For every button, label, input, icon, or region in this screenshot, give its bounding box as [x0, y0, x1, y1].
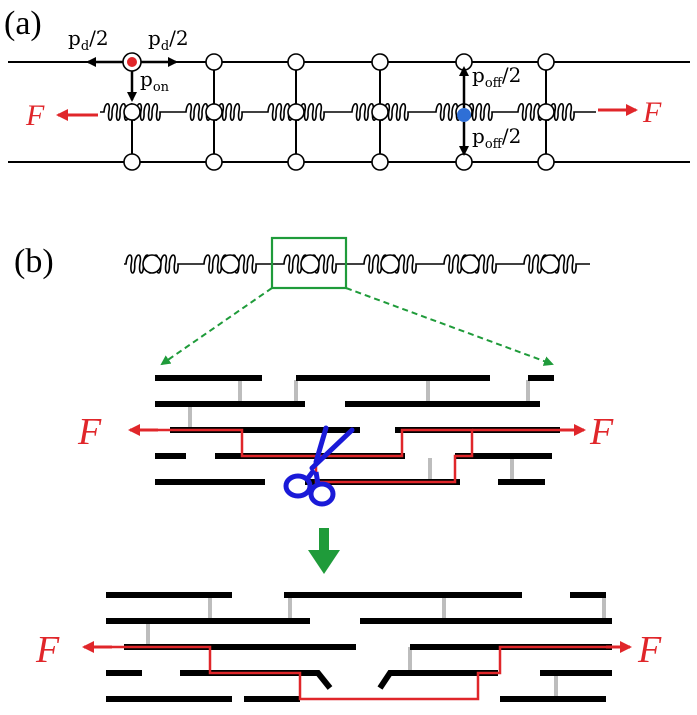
rate-diffusion-right: pd/2 [148, 26, 189, 54]
spring-a-bead-4 [371, 103, 389, 121]
zoom-right-arrow [345, 287, 554, 366]
rate-diffusion-left: pd/2 [68, 26, 109, 54]
spring-b-bead-2 [220, 254, 240, 274]
crosslinks-2 [146, 597, 606, 699]
force-label-right-b2: F [637, 629, 662, 671]
node-top-5 [455, 53, 473, 71]
filament-bundle-intact [140, 375, 572, 485]
rate-off-down-label: poff/2 [472, 124, 521, 152]
spring-chain-b [124, 254, 590, 274]
panel-b-label: (b) [14, 243, 54, 280]
force-label-left-b2: F [35, 629, 60, 671]
node-bottom-2 [205, 153, 223, 171]
node-bottom-1 [123, 153, 141, 171]
spring-b-bead-4 [380, 254, 400, 274]
spring-b-bead-3 [300, 254, 320, 274]
spring-a-coil [100, 102, 596, 122]
force-label-left-a: F [25, 99, 45, 132]
force-path-1 [140, 428, 474, 484]
rate-on-label: pon [140, 67, 170, 95]
spring-b-bead-5 [460, 254, 480, 274]
rate-off-up-label: poff/2 [472, 63, 521, 91]
force-path-2 [95, 645, 612, 701]
scissors-icon [283, 425, 355, 507]
highlight-box [270, 236, 348, 290]
node-bottom-4 [371, 153, 389, 171]
node-bottom-5 [455, 153, 473, 171]
spring-b-bead-1 [142, 254, 162, 274]
node-top-6 [537, 53, 555, 71]
panel-a-label: (a) [4, 5, 42, 42]
spring-a-bead-3 [287, 103, 305, 121]
node-bottom-6 [537, 153, 555, 171]
node-top-2 [205, 53, 223, 71]
spring-chain [100, 102, 596, 122]
unbound-node [457, 108, 471, 122]
spring-a-bead-1 [123, 103, 141, 121]
node-bottom-3 [287, 153, 305, 171]
spring-a-bead-2 [205, 103, 223, 121]
force-label-left-b1: F [77, 411, 102, 453]
bound-node-dot [127, 57, 137, 67]
node-top-4 [371, 53, 389, 71]
spring-a-bead-6 [537, 103, 555, 121]
force-label-right-b1: F [589, 411, 614, 453]
force-label-right-a: F [642, 96, 662, 129]
spring-b-bead-6 [540, 254, 560, 274]
filament-bundle-cut [95, 592, 612, 702]
zoom-left-arrow [160, 287, 273, 366]
crosslinks-1 [188, 380, 530, 482]
down-arrow-icon [308, 528, 340, 574]
node-top-3 [287, 53, 305, 71]
spring-b-coil [124, 254, 590, 274]
